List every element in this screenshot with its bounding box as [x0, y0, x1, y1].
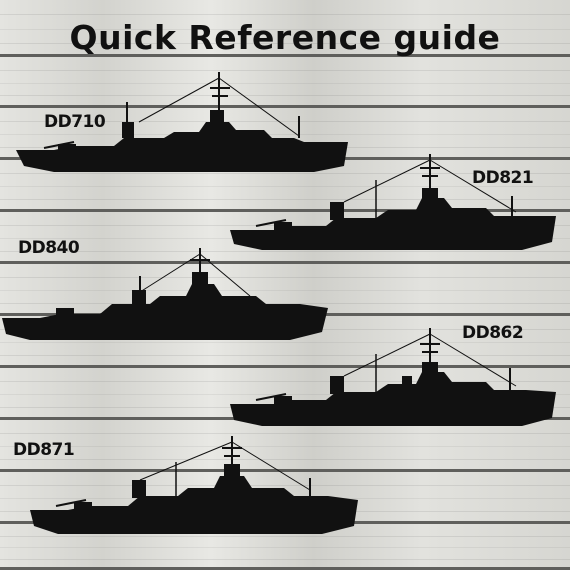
wood-grain-line: [0, 186, 570, 187]
wood-grain-line: [0, 251, 570, 252]
wood-grain-line: [0, 121, 570, 122]
wood-grain-line: [0, 381, 570, 382]
ship-silhouette-dd821: [230, 154, 556, 250]
wood-grain-line: [0, 134, 570, 135]
wood-grain-line: [0, 433, 570, 434]
wood-grain-line: [0, 290, 570, 291]
ship-silhouette-dd710: [16, 72, 348, 172]
wood-plank: [0, 0, 570, 57]
wood-grain-line: [0, 485, 570, 486]
ship-silhouette-dd840: [2, 248, 328, 340]
wood-plank: [0, 420, 570, 472]
wood-grain-line: [0, 14, 570, 15]
ship-label-dd710: DD710: [44, 112, 106, 132]
wood-grain-line: [0, 29, 570, 30]
wood-grain-line: [0, 43, 570, 44]
page-title: Quick Reference guide: [69, 18, 501, 57]
wood-grain-line: [0, 199, 570, 200]
wood-grain-line: [0, 446, 570, 447]
ship-silhouette-dd871: [30, 436, 358, 534]
wood-grain-line: [0, 536, 570, 537]
wood-plank: [0, 57, 570, 108]
ship-label-dd821: DD821: [472, 168, 534, 188]
wood-grain-line: [0, 342, 570, 343]
wood-grain-line: [0, 83, 570, 84]
ship-label-dd871: DD871: [13, 440, 75, 460]
wood-grain-line: [0, 459, 570, 460]
wood-grain-line: [0, 355, 570, 356]
wood-grain-line: [0, 173, 570, 174]
wood-grain-line: [0, 547, 570, 548]
wood-grain-line: [0, 95, 570, 96]
ship-silhouette-dd862: [230, 328, 556, 426]
wood-grain-line: [0, 303, 570, 304]
wood-grain-line: [0, 277, 570, 278]
ship-label-dd840: DD840: [18, 238, 80, 258]
ship-label-dd862: DD862: [462, 323, 524, 343]
wood-grain-line: [0, 70, 570, 71]
wood-grain-line: [0, 559, 570, 560]
